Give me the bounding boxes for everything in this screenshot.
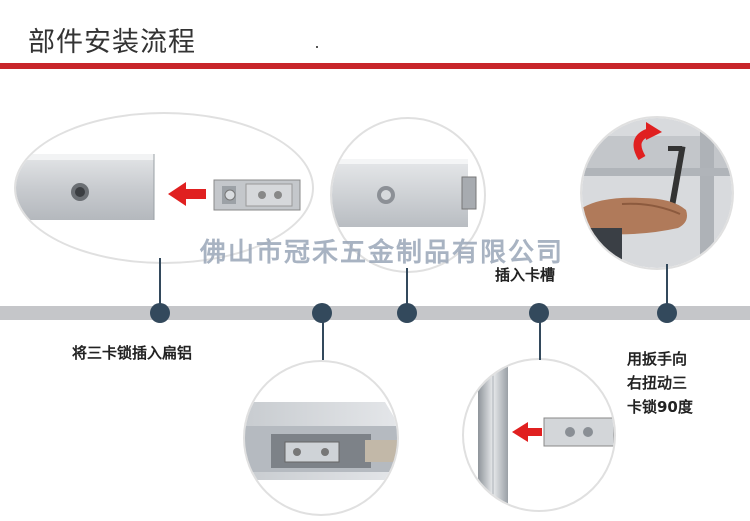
step-label-wrench-line2: 右扭动三 [627, 374, 688, 392]
connector-4 [322, 320, 324, 360]
connector-3 [666, 264, 668, 308]
timeline-bar [0, 306, 750, 320]
photo-profile-cross-section [243, 360, 399, 516]
step-label-wrench-line1: 用扳手向 [627, 350, 688, 368]
timeline-node-1 [150, 303, 170, 323]
photo-wrench-turning [580, 116, 734, 270]
timeline-node-4 [529, 303, 549, 323]
timeline-node-2 [312, 303, 332, 323]
connector-2 [406, 268, 408, 308]
connector-1 [159, 258, 161, 308]
photo-profile-with-clip [14, 112, 314, 264]
timeline-node-3 [397, 303, 417, 323]
step-label-insert-flat-alu: 将三卡锁插入扁铝 [72, 344, 193, 362]
company-watermark: 佛山市冠禾五金制品有限公司 [200, 238, 565, 268]
connector-5 [539, 320, 541, 360]
page-title: 部件安装流程 [28, 27, 196, 58]
photo-profile-end [330, 117, 486, 273]
photo-clip-into-slot [462, 358, 616, 512]
step-label-wrench-line3: 卡锁90度 [627, 398, 693, 416]
step-label-insert-slot: 插入卡槽 [495, 266, 556, 284]
stray-dot [316, 46, 318, 48]
timeline-node-5 [657, 303, 677, 323]
title-underline [0, 63, 750, 69]
